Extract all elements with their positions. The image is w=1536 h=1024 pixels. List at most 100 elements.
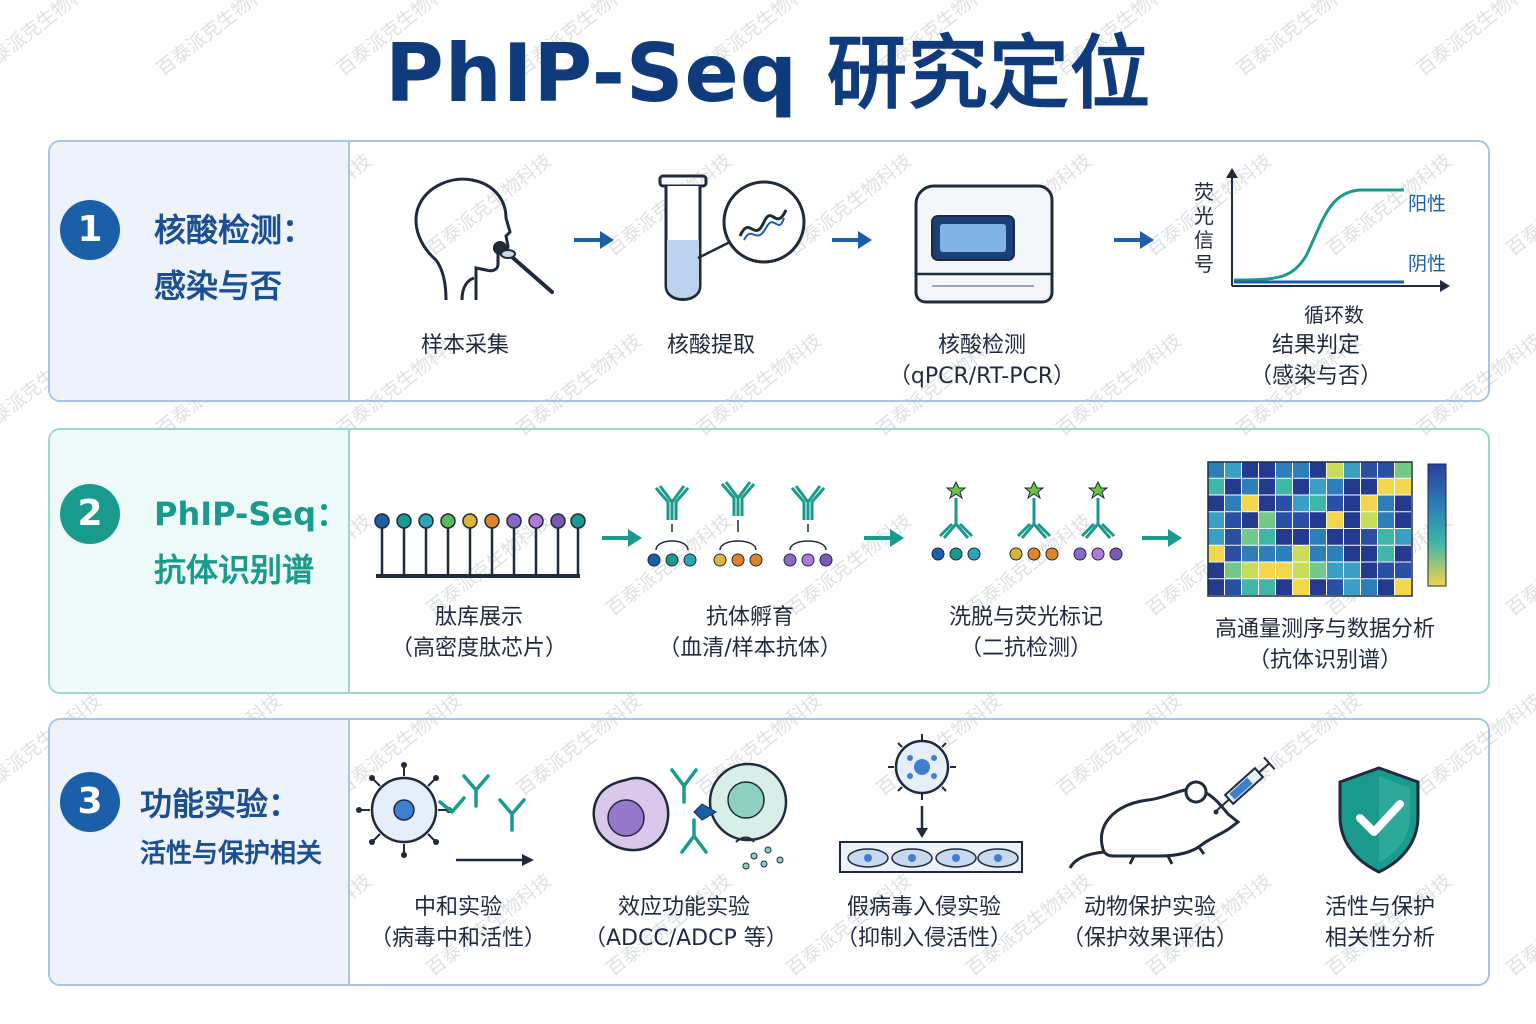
effector-function-icon (592, 762, 788, 870)
heatmap-cell (1327, 545, 1343, 562)
section-1-subheading: 感染与否 (154, 267, 283, 305)
heatmap-cell (1225, 579, 1241, 595)
amplification-curve-plot (1226, 168, 1450, 292)
heatmap-cell (1344, 462, 1360, 478)
step-neutralization-assay: 中和实验（病毒中和活性） (369, 895, 546, 951)
heatmap-cell (1242, 495, 1258, 512)
heatmap-cell (1276, 545, 1292, 562)
heatmap-cell (1327, 495, 1343, 512)
heatmap-cell (1293, 462, 1309, 478)
heatmap-cell (1259, 495, 1275, 512)
heatmap-cell (1276, 462, 1292, 478)
heatmap-cell (1225, 545, 1241, 562)
heatmap-cell (1344, 512, 1360, 528)
step-sample-collection: 样本采集 (420, 333, 509, 358)
heatmap-cell (1208, 462, 1224, 478)
heatmap-cell (1395, 579, 1411, 595)
heatmap-cell (1208, 579, 1224, 595)
step-correlation-analysis: 活性与保护相关性分析 (1324, 895, 1435, 951)
heatmap-cell (1208, 495, 1224, 512)
heatmap-cell (1310, 495, 1326, 512)
heatmap-cell (1225, 462, 1241, 478)
heatmap-cell (1293, 545, 1309, 562)
step-effector-function-assay: 效应功能实验（ADCC/ADCP 等） (584, 895, 788, 951)
heatmap-cell (1242, 462, 1258, 478)
graph-x-label: 循环数 (1304, 303, 1364, 327)
graph-negative-label: 阴性 (1408, 253, 1447, 275)
heatmap-cell (1395, 545, 1411, 562)
heatmap-cell (1361, 512, 1377, 528)
heatmap-cell (1361, 478, 1377, 495)
section-3-header: 3 功能实验： 活性与保护相关 (50, 720, 350, 984)
heatmap-cell (1327, 529, 1343, 545)
heatmap-cell (1259, 478, 1275, 495)
heatmap-cell (1395, 478, 1411, 495)
heatmap-cell (1276, 512, 1292, 528)
heatmap-color-scale (1427, 463, 1447, 587)
heatmap-cell (1293, 495, 1309, 512)
peptide-library-icon (374, 513, 586, 578)
heatmap-cell (1293, 478, 1309, 495)
step-antibody-incubation: 抗体孵育（血清/样本抗体） (658, 605, 842, 661)
positive-curve (1233, 188, 1404, 282)
heatmap-cell (1327, 462, 1343, 478)
heatmap-cell (1361, 545, 1377, 562)
heatmap-cell (1242, 562, 1258, 579)
heatmap-cell (1259, 562, 1275, 579)
heatmap-cell (1242, 478, 1258, 495)
section-2-subheading: 抗体识别谱 (154, 551, 315, 589)
heatmap-cell (1310, 462, 1326, 478)
shield-check-icon (1338, 766, 1420, 874)
heatmap-cell (1378, 462, 1394, 478)
heatmap-cell (1344, 545, 1360, 562)
heatmap-cell (1259, 512, 1275, 528)
step-result-judgment: 结果判定（感染与否） (1249, 333, 1382, 389)
heatmap-cell (1276, 579, 1292, 595)
section-2-number-badge: 2 (60, 484, 120, 544)
heatmap-cell (1225, 512, 1241, 528)
heatmap-cell (1310, 529, 1326, 545)
pseudovirus-entry-icon (839, 734, 1023, 873)
heatmap-cell (1225, 495, 1241, 512)
heatmap-cell (1293, 529, 1309, 545)
heatmap-cell (1293, 579, 1309, 595)
heatmap-cell (1327, 512, 1343, 528)
heatmap-cell (1344, 579, 1360, 595)
heatmap-cell (1361, 562, 1377, 579)
heatmap-cell (1225, 529, 1241, 545)
heatmap-cell (1276, 478, 1292, 495)
heatmap-cell (1361, 579, 1377, 595)
heatmap-cell (1276, 529, 1292, 545)
heatmap-cell (1208, 529, 1224, 545)
section-3-subheading: 活性与保护相关 (140, 839, 323, 869)
section-2-heading: PhIP-Seq： (154, 495, 348, 533)
heatmap-cell (1259, 462, 1275, 478)
flow-arrow (602, 529, 642, 547)
heatmap-cell (1361, 529, 1377, 545)
heatmap-cell (1344, 529, 1360, 545)
heatmap-cell (1395, 562, 1411, 579)
heatmap-cell (1395, 512, 1411, 528)
heatmap-cell (1259, 579, 1275, 595)
heatmap-cell (1378, 545, 1394, 562)
nucleic-acid-extraction-icon (658, 174, 806, 301)
heatmap-cell (1361, 462, 1377, 478)
heatmap-cell (1310, 562, 1326, 579)
heatmap-cell (1259, 529, 1275, 545)
heatmap-cell (1208, 478, 1224, 495)
mouse-protection-icon (1068, 756, 1276, 869)
step-pseudovirus-entry-assay: 假病毒入侵实验（抑制入侵活性） (835, 895, 1012, 951)
section-2-header: 2 PhIP-Seq： 抗体识别谱 (50, 430, 350, 692)
step-nucleic-acid-extraction: 核酸提取 (666, 333, 755, 358)
step-animal-protection-assay: 动物保护实验（保护效果评估） (1061, 895, 1238, 951)
heatmap-cell (1327, 478, 1343, 495)
heatmap-cell (1378, 478, 1394, 495)
heatmap-cell (1225, 478, 1241, 495)
heatmap-cell (1242, 545, 1258, 562)
heatmap-cell (1293, 512, 1309, 528)
graph-y-label: 荧光信号 (1194, 180, 1214, 276)
flow-arrow (574, 231, 614, 249)
heatmap-cell (1242, 529, 1258, 545)
heatmap-cell (1208, 545, 1224, 562)
heatmap-cell (1276, 495, 1292, 512)
